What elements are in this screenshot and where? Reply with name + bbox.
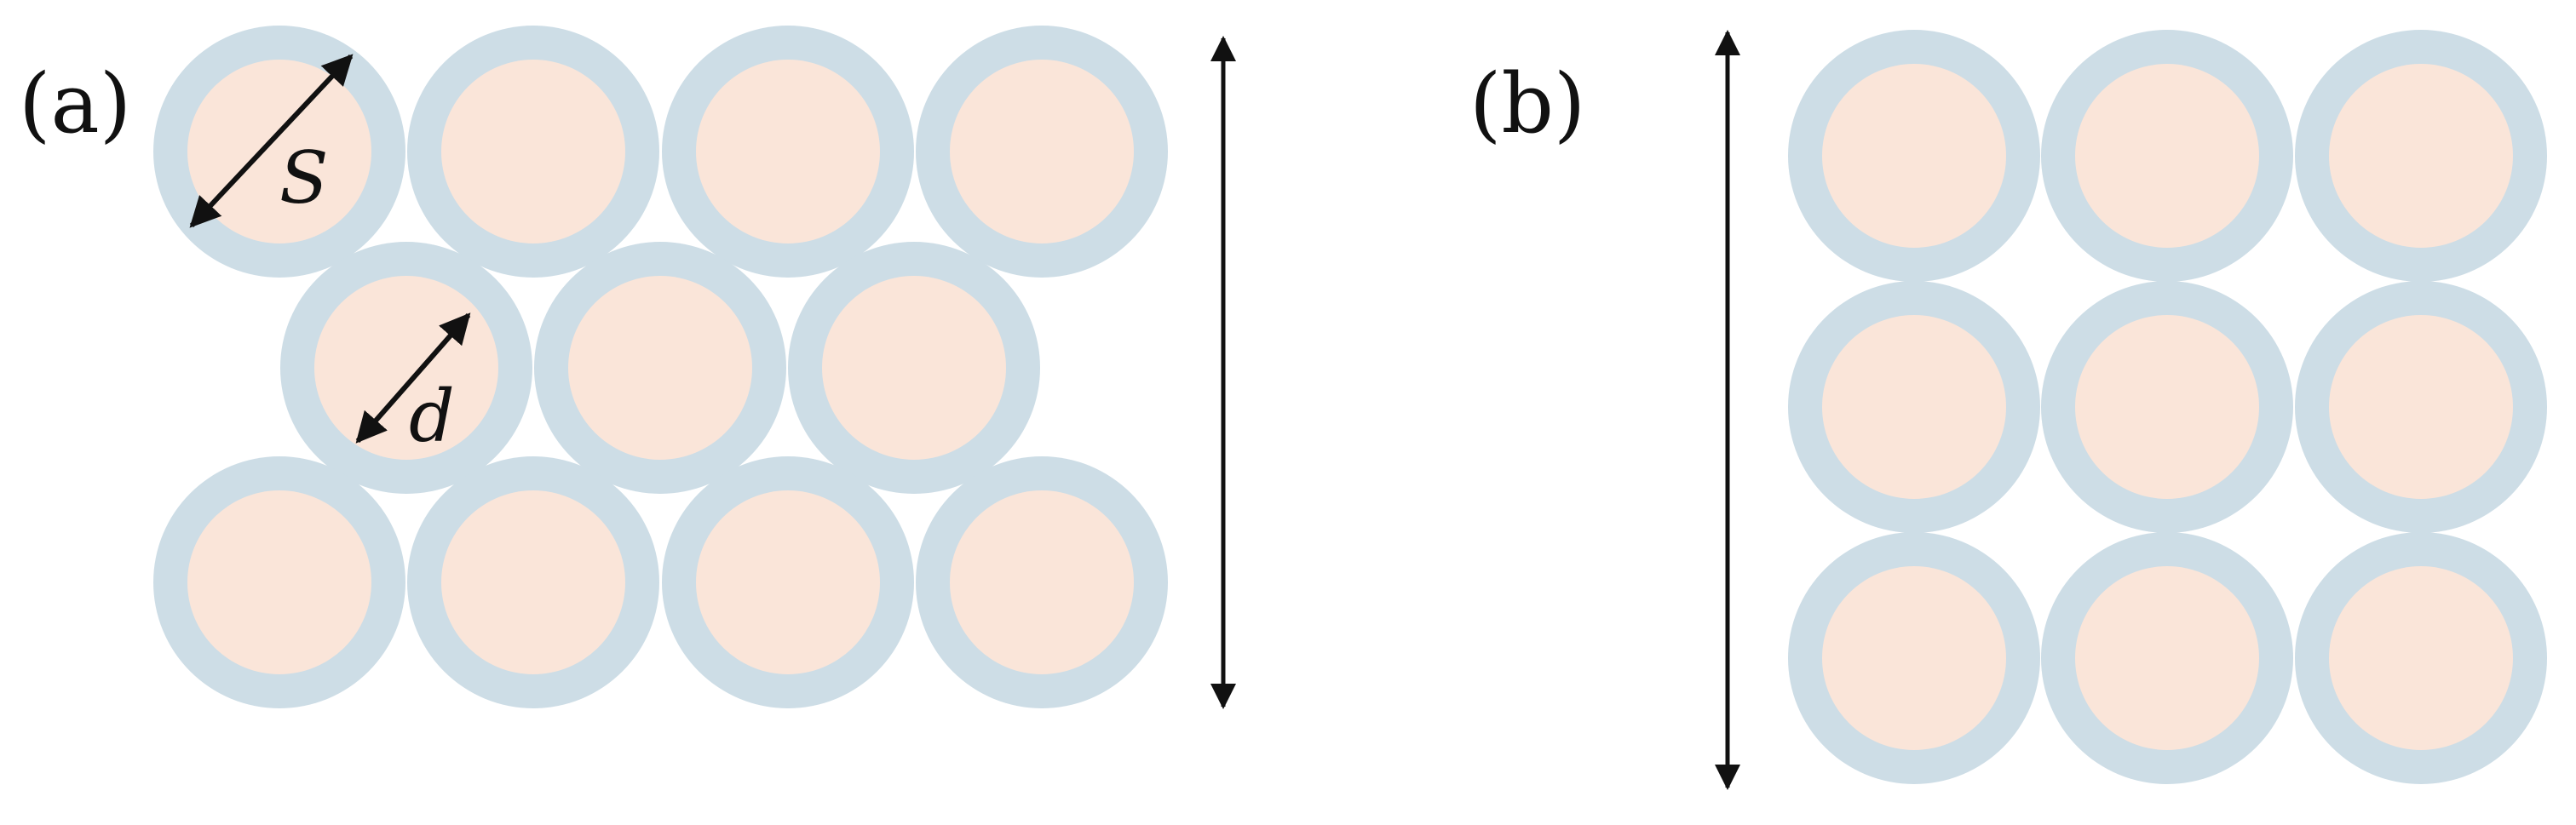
particle-core bbox=[696, 490, 880, 674]
particle-b-r1-c3 bbox=[2295, 30, 2547, 282]
particle-core bbox=[1822, 64, 2006, 248]
particle-b-r3-c1 bbox=[1788, 532, 2040, 784]
particle-core bbox=[314, 276, 498, 460]
particle-core bbox=[2329, 566, 2513, 750]
particle-core bbox=[441, 490, 625, 674]
particle-core bbox=[1822, 315, 2006, 499]
particle-core bbox=[2329, 315, 2513, 499]
particle-core bbox=[441, 60, 625, 243]
particle-b-r2-c2 bbox=[2041, 281, 2293, 533]
particle-a-r1-c3 bbox=[662, 26, 914, 278]
particle-a-r3-c1 bbox=[153, 456, 405, 708]
particle-a-r2-c3 bbox=[788, 242, 1040, 494]
particle-core bbox=[2075, 64, 2259, 248]
particle-core bbox=[2329, 64, 2513, 248]
particle-b-r1-c2 bbox=[2041, 30, 2293, 282]
particle-b-r2-c3 bbox=[2295, 281, 2547, 533]
panel-a: (a) S d bbox=[19, 26, 1236, 709]
particle-a-r2-c1 bbox=[280, 242, 532, 494]
panel-b-particles bbox=[1788, 30, 2547, 784]
panel-a-particles bbox=[153, 26, 1168, 708]
diameter-arrow-s bbox=[189, 54, 354, 228]
particle-core bbox=[2075, 566, 2259, 750]
particle-a-r3-c2 bbox=[407, 456, 659, 708]
particle-core bbox=[950, 490, 1134, 674]
particle-b-r2-c1 bbox=[1788, 281, 2040, 533]
panel-a-label: (a) bbox=[19, 56, 131, 152]
particle-b-r3-c3 bbox=[2295, 532, 2547, 784]
panel-b-label: (b) bbox=[1469, 56, 1585, 152]
particle-core bbox=[1822, 566, 2006, 750]
particle-core bbox=[950, 60, 1134, 243]
particle-a-r1-c2 bbox=[407, 26, 659, 278]
particle-a-r1-c4 bbox=[916, 26, 1168, 278]
particle-core bbox=[568, 276, 752, 460]
particle-a-r3-c3 bbox=[662, 456, 914, 708]
particle-core bbox=[2075, 315, 2259, 499]
particle-b-r1-c1 bbox=[1788, 30, 2040, 282]
particle-b-r3-c2 bbox=[2041, 532, 2293, 784]
diameter-arrow-d bbox=[355, 312, 471, 444]
particle-a-r2-c2 bbox=[534, 242, 786, 494]
particle-core bbox=[822, 276, 1006, 460]
panel-b: (b) bbox=[1469, 30, 2547, 790]
diameter-label-s: S bbox=[279, 136, 329, 220]
particle-core bbox=[187, 490, 371, 674]
particle-core bbox=[696, 60, 880, 243]
diameter-label-d: d bbox=[409, 375, 455, 458]
particle-a-r3-c4 bbox=[916, 456, 1168, 708]
